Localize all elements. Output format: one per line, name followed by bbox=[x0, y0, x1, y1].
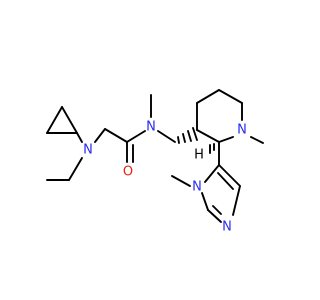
bond bbox=[61, 106, 78, 134]
atom-label: N bbox=[222, 220, 232, 235]
bond bbox=[218, 89, 243, 104]
bond bbox=[204, 164, 220, 183]
stereo-hash-bond-icon bbox=[209, 143, 215, 154]
bond bbox=[218, 136, 234, 143]
atom-h-stereo: H bbox=[194, 148, 204, 163]
bond bbox=[232, 185, 241, 216]
atom-label: N bbox=[83, 143, 93, 158]
bond bbox=[46, 106, 63, 134]
molecule-canvas: N O N N H N N bbox=[46, 89, 264, 235]
atom-n-amine: N bbox=[83, 143, 93, 158]
bond bbox=[196, 129, 220, 143]
atom-label: O bbox=[123, 165, 133, 180]
bond bbox=[207, 209, 222, 223]
bond bbox=[218, 164, 241, 187]
ethyl-group bbox=[46, 157, 83, 181]
bond bbox=[217, 172, 234, 190]
atom-n-piperidine: N bbox=[237, 123, 247, 138]
atom-n-imidazole: N bbox=[222, 220, 232, 235]
stereo-hash-bond-icon bbox=[177, 127, 198, 144]
bond bbox=[212, 205, 222, 215]
n-methyl-bond bbox=[250, 136, 264, 144]
carbonyl-bond bbox=[126, 141, 134, 163]
bond bbox=[126, 130, 146, 143]
atom-label: N bbox=[192, 180, 202, 195]
imidazole-ring bbox=[201, 164, 241, 223]
cyclopropyl-ring bbox=[46, 106, 78, 134]
atom-n-imidazole-methyl: N bbox=[192, 180, 202, 195]
atom-label: N bbox=[146, 120, 156, 135]
atom-label: N bbox=[237, 123, 247, 138]
bond bbox=[68, 157, 83, 181]
bond bbox=[201, 192, 209, 211]
bond bbox=[196, 89, 220, 104]
atom-label: H bbox=[194, 148, 204, 163]
atom-o-carbonyl: O bbox=[123, 165, 133, 180]
bond bbox=[157, 130, 176, 143]
bond bbox=[76, 132, 83, 143]
piperidine-ring bbox=[196, 89, 243, 143]
bond bbox=[104, 128, 128, 143]
bond bbox=[94, 128, 106, 143]
molecule-structure: N O N N H N N bbox=[46, 89, 264, 235]
n-methyl-bond bbox=[171, 175, 191, 187]
atom-n-amide: N bbox=[146, 120, 156, 135]
